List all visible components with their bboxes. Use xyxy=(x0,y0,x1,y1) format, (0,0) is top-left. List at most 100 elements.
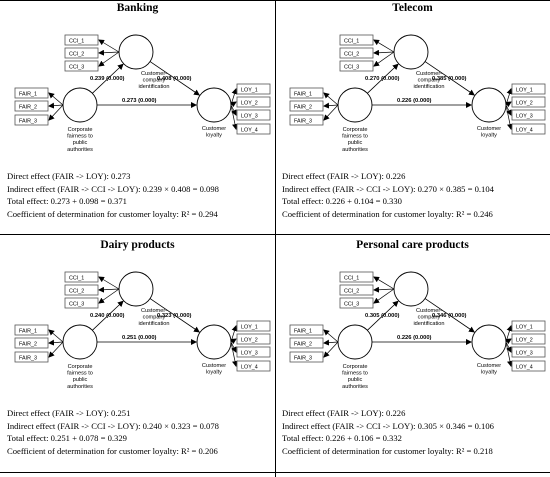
effects-summary-line: Total effect: 0.251 + 0.078 = 0.329 xyxy=(7,433,127,444)
path-coefficient-fair-cci: 0.270 (0.000) xyxy=(365,76,400,82)
indicator-label: LOY_1 xyxy=(516,87,533,93)
effects-summary-line: Indirect effect (FAIR -> CCI -> LOY): 0.… xyxy=(282,183,494,194)
indicator-label: CCI_2 xyxy=(344,51,359,57)
fair-construct-circle xyxy=(337,324,373,360)
indicator-label: CCI_2 xyxy=(69,51,84,57)
fair-construct-circle xyxy=(62,324,98,360)
cci-construct-label: Customer- xyxy=(141,308,167,314)
cci-construct-label: identification xyxy=(413,84,444,90)
path-model-diagram: FAIR_1FAIR_2FAIR_3CCI_1CCI_2CCI_3LOY_1LO… xyxy=(14,271,271,390)
indicator-label: FAIR_2 xyxy=(294,341,312,347)
loy-indicator-box: LOY_3 xyxy=(236,346,271,358)
cci-indicator-box: CCI_3 xyxy=(339,297,374,309)
effects-summary-line: Total effect: 0.226 + 0.104 = 0.330 xyxy=(282,196,402,207)
cci-construct-circle xyxy=(118,271,154,307)
path-coefficient-cci-loy: 0.346 (0.000) xyxy=(432,313,467,319)
loy-indicator-box: LOY_1 xyxy=(236,83,271,95)
indicator-label: FAIR_2 xyxy=(19,104,37,110)
cci-construct-label: company xyxy=(418,78,441,84)
loy-indicator-box: LOY_4 xyxy=(236,123,271,135)
effects-summary-line: Total effect: 0.226 + 0.106 = 0.332 xyxy=(282,433,402,444)
fair-construct-label: public xyxy=(73,377,88,383)
indicator-label: LOY_3 xyxy=(516,113,533,119)
fair-indicator-box: FAIR_3 xyxy=(289,114,324,126)
indicator-label: LOY_2 xyxy=(516,337,533,343)
cci-construct-label: Customer- xyxy=(416,71,442,77)
fair-construct-label: Corporate xyxy=(343,127,368,133)
fair-construct-label: Corporate xyxy=(68,127,93,133)
loy-indicator-box: LOY_4 xyxy=(511,360,546,372)
loy-construct-circle xyxy=(471,87,507,123)
indicator-label: FAIR_3 xyxy=(294,355,312,361)
loy-construct-label: Customer xyxy=(477,126,501,132)
cci-indicator-box: CCI_2 xyxy=(64,284,99,296)
loy-indicator-box: LOY_3 xyxy=(236,109,271,121)
indicator-label: CCI_3 xyxy=(69,64,84,70)
fair-construct-label: authorities xyxy=(342,384,368,390)
fair-construct-label: fairness to xyxy=(342,371,368,377)
loy-construct-circle xyxy=(196,87,232,123)
indicator-label: CCI_2 xyxy=(69,288,84,294)
loy-indicator-box: LOY_3 xyxy=(511,109,546,121)
indicator-label: CCI_3 xyxy=(344,301,359,307)
cci-indicator-box: CCI_2 xyxy=(339,47,374,59)
fair-construct-label: public xyxy=(348,140,363,146)
cci-indicator-box: CCI_3 xyxy=(64,297,99,309)
cci-construct-circle xyxy=(393,34,429,70)
indicator-label: FAIR_2 xyxy=(294,104,312,110)
path-model-diagram: FAIR_1FAIR_2FAIR_3CCI_1CCI_2CCI_3LOY_1LO… xyxy=(289,34,546,153)
fair-construct-label: authorities xyxy=(67,147,93,153)
loy-construct-circle xyxy=(471,324,507,360)
indicator-label: LOY_4 xyxy=(241,364,258,370)
indicator-label: CCI_1 xyxy=(69,275,84,281)
fair-indicator-box: FAIR_2 xyxy=(14,100,49,112)
path-coefficient-fair-loy: 0.273 (0.000) xyxy=(122,98,157,104)
loy-indicator-box: LOY_3 xyxy=(511,346,546,358)
path-coefficient-fair-cci: 0.240 (0.000) xyxy=(90,313,125,319)
fair-construct-label: authorities xyxy=(342,147,368,153)
fair-indicator-box: FAIR_1 xyxy=(289,324,324,336)
path-coefficient-fair-cci: 0.305 (0.000) xyxy=(365,313,400,319)
fair-construct-label: fairness to xyxy=(67,371,93,377)
cci-indicator-box: CCI_3 xyxy=(339,60,374,72)
loy-construct-label: Customer xyxy=(202,363,226,369)
loy-indicator-box: LOY_1 xyxy=(236,320,271,332)
loy-construct-label: loyalty xyxy=(481,370,497,376)
fair-construct-label: public xyxy=(73,140,88,146)
fair-indicator-box: FAIR_2 xyxy=(14,337,49,349)
effects-summary-line: Coefficient of determination for custome… xyxy=(282,445,493,456)
indicator-label: LOY_4 xyxy=(241,127,258,133)
indicator-label: FAIR_1 xyxy=(19,328,37,334)
indicator-label: LOY_1 xyxy=(241,87,258,93)
indicator-label: LOY_3 xyxy=(516,350,533,356)
indicator-label: LOY_1 xyxy=(516,324,533,330)
effects-summary-line: Direct effect (FAIR -> LOY): 0.226 xyxy=(282,408,406,418)
indicator-label: CCI_3 xyxy=(69,301,84,307)
fair-indicator-box: FAIR_3 xyxy=(289,351,324,363)
cci-construct-label: Customer- xyxy=(416,308,442,314)
indicator-label: LOY_4 xyxy=(516,127,533,133)
loy-indicator-box: LOY_2 xyxy=(236,96,271,108)
indicator-label: LOY_2 xyxy=(241,100,258,106)
cci-construct-label: company xyxy=(418,315,441,321)
cci-construct-label: Customer- xyxy=(141,71,167,77)
fair-indicator-box: FAIR_1 xyxy=(14,87,49,99)
cci-indicator-box: CCI_2 xyxy=(339,284,374,296)
effects-summary-line: Coefficient of determination for custome… xyxy=(7,445,218,456)
fair-construct-circle xyxy=(62,87,98,123)
loy-indicator-box: LOY_4 xyxy=(236,360,271,372)
indicator-label: LOY_3 xyxy=(241,350,258,356)
panel-title: Telecom xyxy=(392,2,433,14)
indicator-label: LOY_2 xyxy=(516,100,533,106)
loy-construct-label: Customer xyxy=(477,363,501,369)
effects-summary-line: Indirect effect (FAIR -> CCI -> LOY): 0.… xyxy=(7,420,219,431)
loy-construct-label: loyalty xyxy=(206,370,222,376)
indicator-label: CCI_1 xyxy=(344,275,359,281)
cci-construct-label: company xyxy=(143,315,166,321)
fair-construct-circle xyxy=(337,87,373,123)
fair-indicator-box: FAIR_2 xyxy=(289,337,324,349)
